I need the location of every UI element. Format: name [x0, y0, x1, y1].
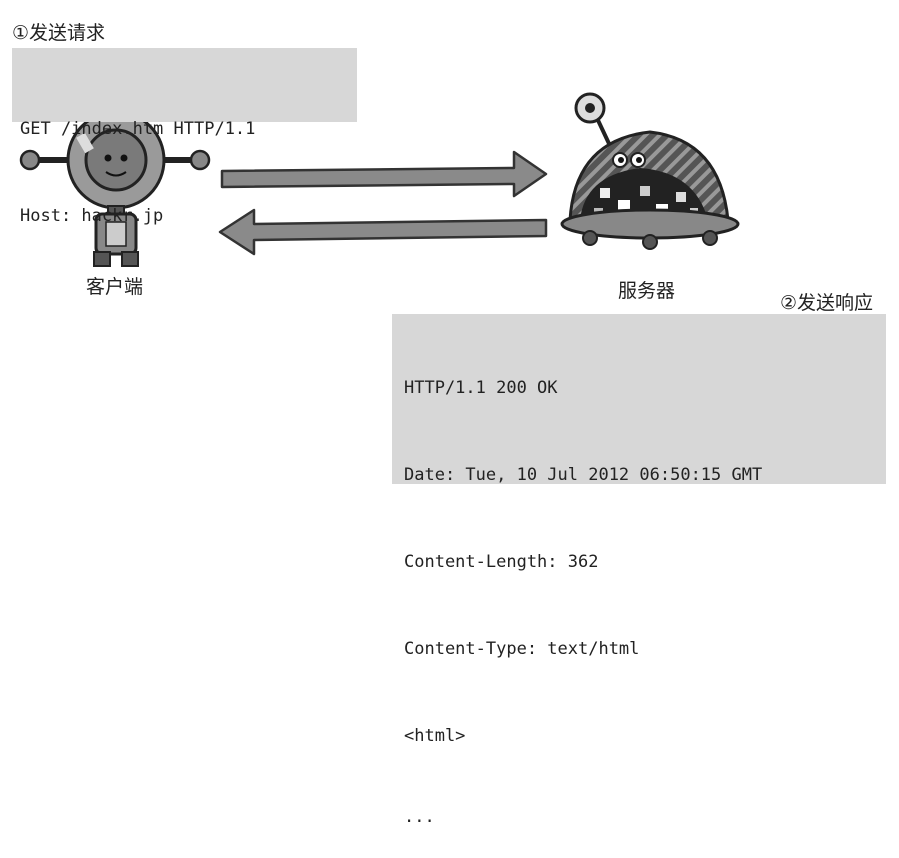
diagram-canvas [19, 92, 740, 267]
response-line: ... [404, 807, 435, 827]
response-arrow [218, 208, 548, 256]
request-step-label: ①发送请求 [12, 22, 106, 44]
response-line: HTTP/1.1 200 OK [404, 378, 558, 398]
request-arrow [220, 150, 548, 198]
response-line: Content-Type: text/html [404, 639, 640, 659]
response-line: Content-Length: 362 [404, 552, 599, 572]
response-message-box: HTTP/1.1 200 OK Date: Tue, 10 Jul 2012 0… [392, 314, 886, 826]
request-message-box: GET /index.htm HTTP/1.1 Host: hackr.jp [12, 48, 357, 226]
client-robot-icon [19, 110, 211, 267]
server-label: 服务器 [618, 280, 676, 302]
request-line: GET /index.htm HTTP/1.1 [20, 119, 256, 139]
response-line: Date: Tue, 10 Jul 2012 06:50:15 GMT [404, 465, 763, 485]
response-line: <html> [404, 726, 466, 746]
response-step-label: ②发送响应 [780, 292, 874, 314]
request-line: Host: hackr.jp [20, 206, 164, 226]
client-label: 客户端 [86, 276, 144, 298]
server-robot-icon [560, 92, 740, 250]
